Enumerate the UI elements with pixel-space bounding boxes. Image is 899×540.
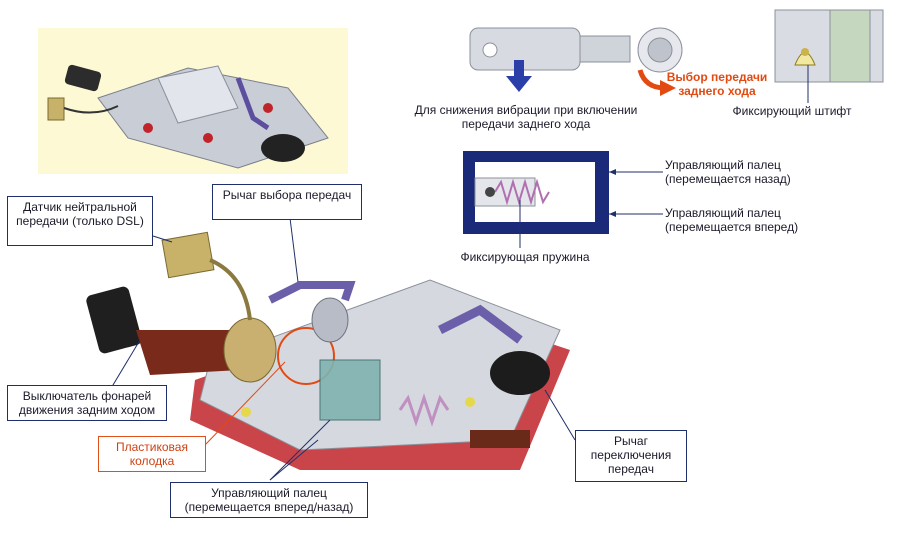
reverse-select-line2: заднего хода: [678, 84, 756, 98]
control-finger-back-caption: Управляющий палец (перемещается назад): [665, 158, 791, 186]
reverse-switch-label: Выключатель фонарей движения задним ходо…: [18, 389, 156, 417]
neutral-sensor-callout: Датчик нейтральной передачи (только DSL): [7, 196, 153, 246]
reverse-select-caption: Выбор передачи заднего хода: [652, 70, 782, 98]
reverse-mechanism-detail: [469, 27, 683, 96]
control-finger-fwd-caption: Управляющий палец (перемещается вперед): [665, 206, 799, 234]
neutral-sensor-label: Датчик нейтральной передачи (только DSL): [16, 200, 144, 228]
inset-mechanism-illustration: [47, 64, 329, 169]
plastic-block-label: Пластиковая колодка: [116, 440, 188, 468]
reverse-switch-callout: Выключатель фонарей движения задним ходо…: [7, 385, 167, 421]
spring-detail: [463, 65, 809, 248]
shift-lever-callout: Рычаг переключения передач: [575, 430, 687, 482]
locking-pin-caption: Фиксирующий штифт: [732, 104, 852, 118]
main-mechanism: [86, 217, 576, 481]
control-finger-label: Управляющий палец (перемещается вперед/н…: [184, 486, 354, 514]
inset-rendering: [38, 28, 348, 174]
gear-select-lever-callout: Рычаг выбора передач: [212, 184, 362, 220]
shift-lever-label: Рычаг переключения передач: [590, 434, 672, 476]
locking-pin-detail: [774, 9, 884, 83]
locking-spring-caption: Фиксирующая пружина: [460, 250, 590, 264]
control-finger-callout: Управляющий палец (перемещается вперед/н…: [170, 482, 368, 518]
plastic-block-callout: Пластиковая колодка: [98, 436, 206, 472]
reverse-select-line1: Выбор передачи: [666, 70, 768, 84]
vibration-caption: Для снижения вибрации при включении пере…: [414, 103, 638, 131]
gear-select-lever-label: Рычаг выбора передач: [222, 188, 352, 202]
